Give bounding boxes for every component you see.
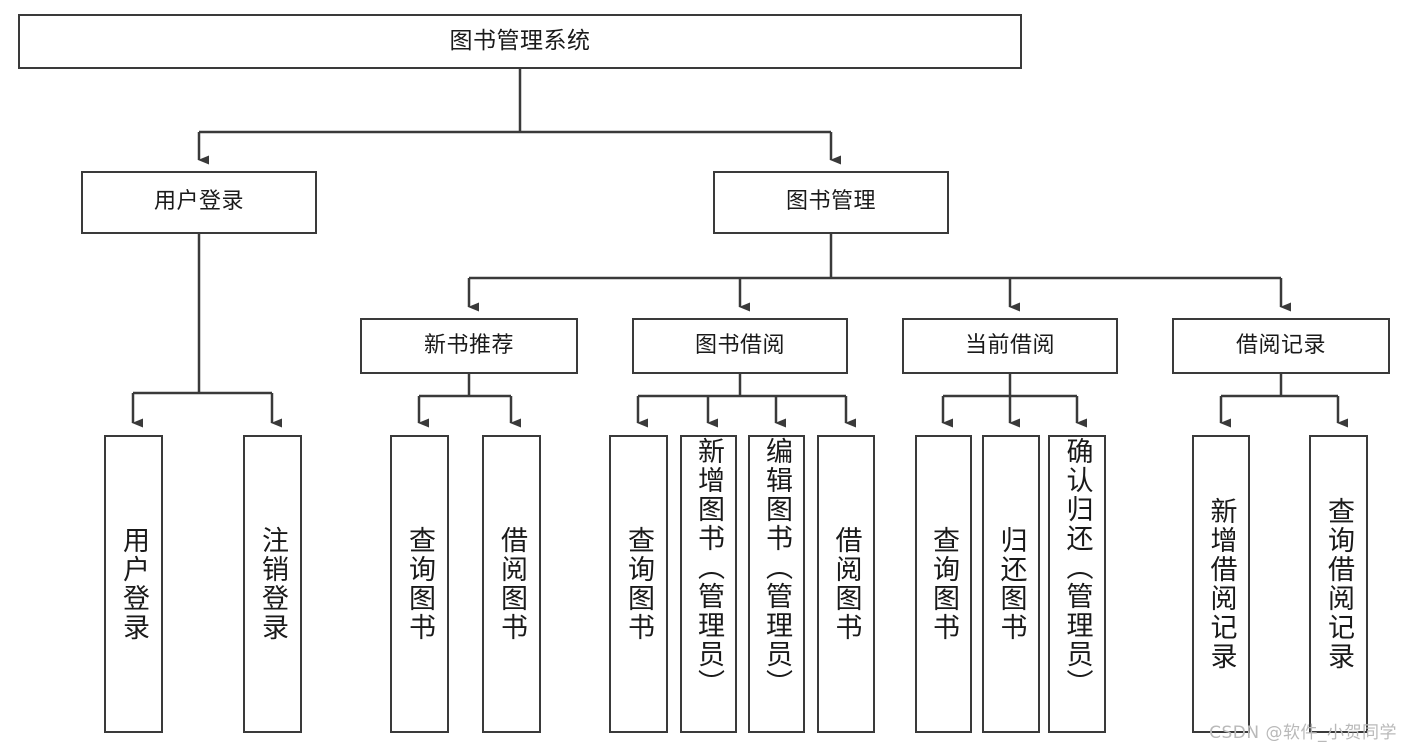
node-label: 确认归还（管理员） <box>1061 437 1093 698</box>
leaf-record-add-record[interactable]: 新增借阅记录 <box>1192 435 1250 733</box>
leaf-current-query-book[interactable]: 查询图书 <box>915 435 972 733</box>
node-label: 查询图书 <box>623 526 655 642</box>
node-new-book-recommend[interactable]: 新书推荐 <box>360 318 578 374</box>
leaf-recommend-borrow-book[interactable]: 借阅图书 <box>482 435 541 733</box>
leaf-borrow-edit-book-admin[interactable]: 编辑图书（管理员） <box>748 435 805 733</box>
leaf-current-return-book[interactable]: 归还图书 <box>982 435 1040 733</box>
node-label: 当前借阅 <box>964 332 1055 358</box>
leaf-borrow-add-book-admin[interactable]: 新增图书（管理员） <box>680 435 737 733</box>
node-label: 图书管理 <box>785 189 876 215</box>
node-label: 新书推荐 <box>423 332 514 358</box>
node-label: 图书管理系统 <box>449 27 591 54</box>
node-book-borrow[interactable]: 图书借阅 <box>632 318 848 374</box>
node-label: 编辑图书（管理员） <box>761 437 793 698</box>
node-label: 图书借阅 <box>694 332 785 358</box>
leaf-borrow-borrow-book[interactable]: 借阅图书 <box>817 435 875 733</box>
node-label: 归还图书 <box>995 526 1027 642</box>
node-label: 用户登录 <box>153 189 244 215</box>
node-label: 借阅记录 <box>1235 332 1326 358</box>
leaf-borrow-query-book[interactable]: 查询图书 <box>609 435 668 733</box>
node-label: 借阅图书 <box>830 526 862 642</box>
node-label: 查询借阅记录 <box>1323 497 1355 671</box>
node-label: 查询图书 <box>928 526 960 642</box>
node-root-system[interactable]: 图书管理系统 <box>18 14 1022 69</box>
leaf-user-login-logout[interactable]: 注销登录 <box>243 435 302 733</box>
node-label: 用户登录 <box>118 526 150 642</box>
node-label: 新增借阅记录 <box>1205 497 1237 671</box>
node-current-borrow[interactable]: 当前借阅 <box>902 318 1118 374</box>
leaf-recommend-query-book[interactable]: 查询图书 <box>390 435 449 733</box>
node-borrow-record[interactable]: 借阅记录 <box>1172 318 1390 374</box>
node-label: 新增图书（管理员） <box>693 437 725 698</box>
node-label: 借阅图书 <box>496 526 528 642</box>
leaf-record-query-record[interactable]: 查询借阅记录 <box>1309 435 1368 733</box>
csdn-watermark: CSDN @软件_小贺同学 <box>1209 723 1397 743</box>
node-label: 查询图书 <box>404 526 436 642</box>
node-label: 注销登录 <box>257 526 289 642</box>
node-user-login[interactable]: 用户登录 <box>81 171 317 234</box>
leaf-current-confirm-return-admin[interactable]: 确认归还（管理员） <box>1048 435 1106 733</box>
node-book-management[interactable]: 图书管理 <box>713 171 949 234</box>
leaf-user-login-login[interactable]: 用户登录 <box>104 435 163 733</box>
